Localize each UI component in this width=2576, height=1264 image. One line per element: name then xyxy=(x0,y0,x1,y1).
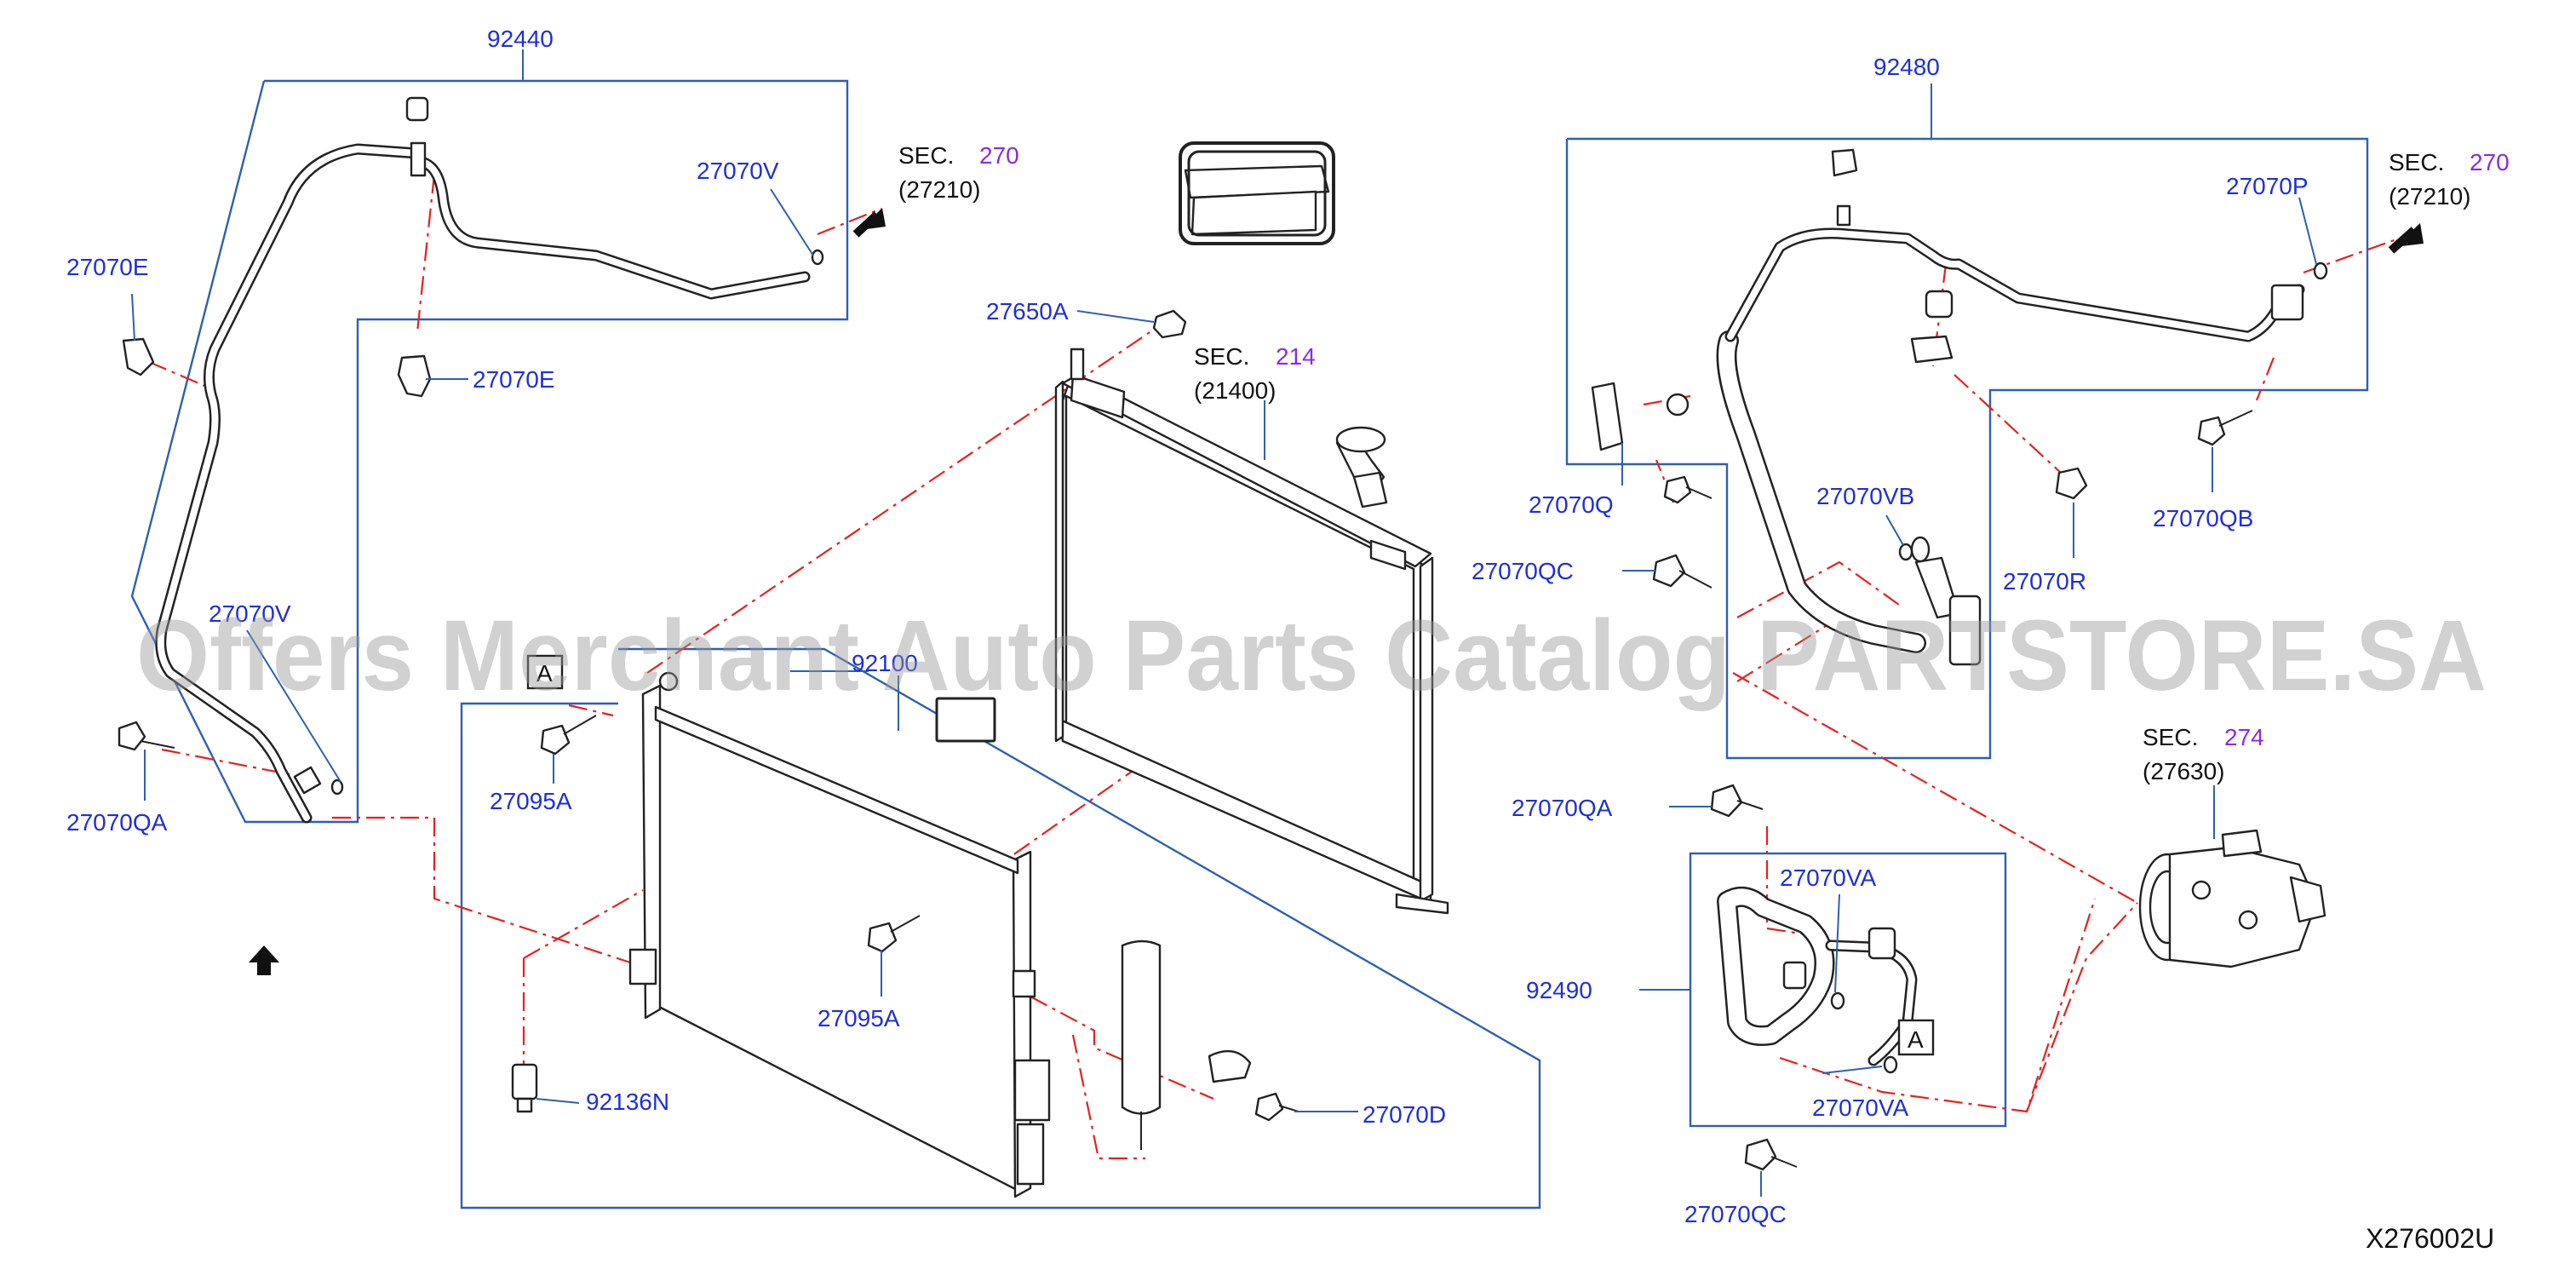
label-27070r: 27070R xyxy=(2003,568,2086,595)
label-27070p: 27070P xyxy=(2226,173,2309,199)
sec-prefix: SEC. xyxy=(2389,149,2444,175)
sec-prefix: SEC. xyxy=(898,142,954,169)
view-marker-box-left xyxy=(526,654,564,690)
sec-part: (27210) xyxy=(898,176,981,203)
label-92480: 92480 xyxy=(1873,54,1940,80)
receiver-drier xyxy=(1121,939,1162,1150)
view-marker-left: A xyxy=(536,660,553,687)
label-27650a: 27650A xyxy=(986,298,1069,325)
label-27070e-mid: 27070E xyxy=(473,366,555,393)
label-27070v-top: 27070V xyxy=(697,158,779,184)
label-27070qc-bottom: 27070QC xyxy=(1684,1201,1787,1227)
sec-number: 270 xyxy=(2470,149,2510,175)
bracket-27070d xyxy=(1208,1049,1299,1122)
label-leaders xyxy=(131,188,2317,1197)
sec-number: 214 xyxy=(1276,343,1316,370)
up-arrow-icon xyxy=(249,945,279,975)
sensor-92136n xyxy=(511,1063,538,1113)
group-box-92440 xyxy=(130,49,849,824)
clip-27070e-mid xyxy=(397,354,432,398)
sec-prefix: SEC. xyxy=(1194,343,1249,370)
view-marker-right: A xyxy=(1908,1026,1924,1053)
bolt-27070q xyxy=(1663,475,1713,504)
label-27070q: 27070Q xyxy=(1529,491,1614,518)
arrow-icon xyxy=(852,208,886,238)
group-box-92490 xyxy=(1639,852,2007,1128)
group-box-92100 xyxy=(460,647,1541,1209)
label-92136n: 92136N xyxy=(586,1089,669,1115)
diagram-code: X276002U xyxy=(2366,1223,2494,1254)
condenser xyxy=(628,671,1051,1198)
section-ref-270-right: SEC. 270 (27210) xyxy=(2389,149,2510,210)
label-27070qc-top: 27070QC xyxy=(1472,558,1574,584)
arrow-icon xyxy=(2388,223,2424,254)
bolt-27070qb xyxy=(2197,410,2253,446)
label-27095a-top: 27095A xyxy=(490,788,572,814)
label-27070e-left: 27070E xyxy=(66,254,149,280)
ac-hose-92490 xyxy=(1717,886,1918,1074)
group-box-92480 xyxy=(1565,83,2369,760)
part-labels: 92440 27070V 27070E 27070E 27070V 27070Q… xyxy=(66,26,2309,1227)
label-27095a-mid: 27095A xyxy=(818,1005,900,1031)
section-ref-274: SEC. 274 (27630) xyxy=(2143,724,2264,784)
ac-hose-92480 xyxy=(1591,148,2305,666)
sec-part: (27210) xyxy=(2389,183,2471,210)
bolt-27070qc-bottom xyxy=(1744,1138,1798,1171)
sec-number: 274 xyxy=(2224,724,2264,750)
ac-pipe-92440 xyxy=(155,96,824,824)
label-27070vb: 27070VB xyxy=(1816,483,1914,509)
bolt-27070qa-right xyxy=(1710,784,1764,818)
label-27070va-top: 27070VA xyxy=(1780,865,1876,891)
sec-prefix: SEC. xyxy=(2143,724,2198,750)
view-marker-box-right xyxy=(1897,1019,1935,1056)
label-27070v-left: 27070V xyxy=(209,600,291,627)
radiator xyxy=(935,141,1449,915)
oring-27070vb xyxy=(1898,543,1913,561)
bolt-27095a-top xyxy=(540,715,597,756)
label-27070qa-right: 27070QA xyxy=(1512,795,1613,821)
label-27070qa-left: 27070QA xyxy=(66,809,168,836)
section-ref-214: SEC. 214 (21400) xyxy=(1194,343,1316,404)
label-27070qb: 27070QB xyxy=(2153,505,2253,531)
oring-27070p xyxy=(2313,261,2328,280)
bolt-27070qa-left xyxy=(118,721,175,751)
cap-27650a xyxy=(1152,309,1187,339)
watermark: Offers Merchant Auto Parts Catalog PARTS… xyxy=(136,600,2487,712)
label-92100: 92100 xyxy=(852,650,918,676)
section-ref-270-left: SEC. 270 (27210) xyxy=(898,142,1019,203)
label-27070d: 27070D xyxy=(1363,1101,1446,1128)
compressor xyxy=(2138,829,2326,968)
sec-number: 270 xyxy=(979,142,1019,169)
label-92490: 92490 xyxy=(1526,977,1592,1003)
label-27070va-bottom: 27070VA xyxy=(1812,1095,1908,1121)
clip-27070e-left xyxy=(122,337,155,376)
bolt-27070qc-top xyxy=(1652,554,1713,589)
label-92440: 92440 xyxy=(487,26,554,52)
nut-27070r xyxy=(2055,467,2088,500)
sec-part: (21400) xyxy=(1194,377,1277,404)
bolt-27095a-mid xyxy=(867,915,921,953)
sec-part: (27630) xyxy=(2143,758,2225,784)
